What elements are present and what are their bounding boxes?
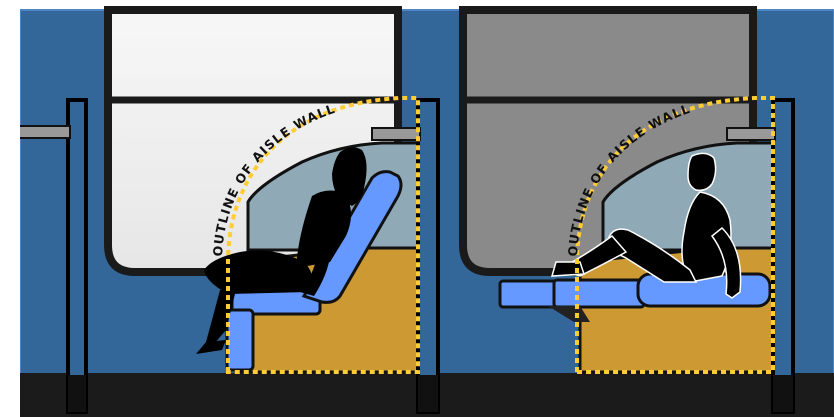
right-aisle-pillar-base [773, 375, 793, 412]
right-aisle-rail [726, 127, 776, 141]
left-aisle-pillar-base [418, 375, 438, 412]
reclining-man-figure [550, 152, 742, 299]
right-bed-seat [552, 278, 646, 309]
right-bed-extension [498, 279, 560, 309]
left-pillar [66, 98, 88, 414]
left-aisle-wall-outline [226, 96, 420, 374]
left-pillar-base [68, 375, 86, 412]
seated-woman-figure [196, 147, 367, 354]
right-aisle-pillar [771, 98, 795, 414]
left-seat-front [225, 308, 255, 372]
left-margin [0, 0, 20, 417]
right-bed-bracket [548, 306, 590, 322]
right-aisle-wall-outline [575, 96, 775, 374]
left-backrest [301, 170, 403, 304]
left-rail [17, 125, 71, 139]
left-aisle-rail [371, 127, 421, 141]
left-aisle-pillar [416, 98, 440, 414]
right-panel: OUTLINE OF AISLE WALL [459, 6, 795, 414]
left-panel: OUTLINE OF AISLE WALL [17, 6, 440, 414]
